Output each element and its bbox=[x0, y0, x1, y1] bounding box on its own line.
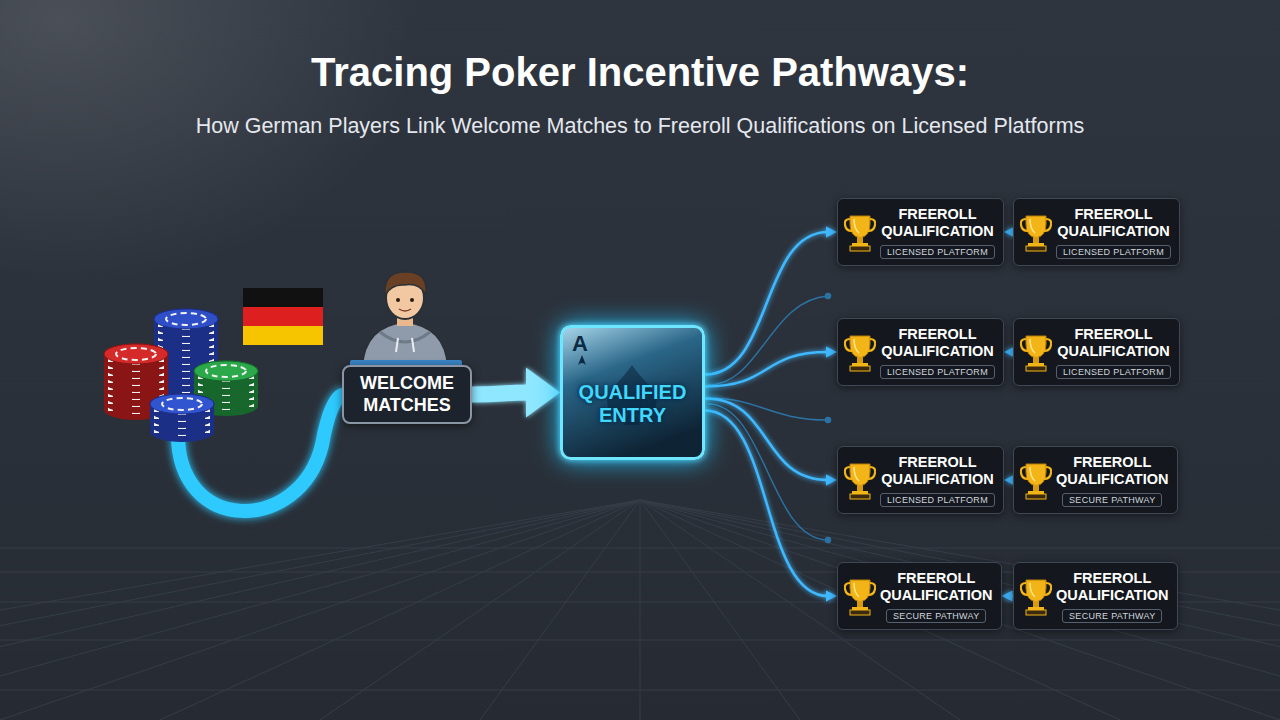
diagram-subtitle: How German Players Link Welcome Matches … bbox=[0, 114, 1280, 139]
box-title: FREEROLL QUALIFICATION bbox=[880, 570, 993, 603]
connector-line bbox=[705, 352, 828, 387]
box-title: FREEROLL QUALIFICATION bbox=[1057, 326, 1170, 359]
trophy-icon bbox=[844, 460, 876, 500]
freeroll-box: FREEROLL QUALIFICATION SECURE PATHWAY bbox=[837, 562, 1002, 630]
platform-tag: LICENSED PLATFORM bbox=[1056, 365, 1171, 379]
freeroll-box: FREEROLL QUALIFICATION LICENSED PLATFORM bbox=[837, 446, 1004, 514]
platform-tag: LICENSED PLATFORM bbox=[1056, 245, 1171, 259]
platform-tag: LICENSED PLATFORM bbox=[880, 245, 995, 259]
platform-tag: SECURE PATHWAY bbox=[1062, 609, 1162, 623]
platform-tag: LICENSED PLATFORM bbox=[880, 493, 995, 507]
box-title: FREEROLL QUALIFICATION bbox=[1056, 570, 1169, 603]
arrowhead bbox=[526, 368, 560, 418]
platform-tag: SECURE PATHWAY bbox=[1062, 493, 1162, 507]
connector bbox=[472, 368, 560, 418]
arrowhead bbox=[826, 475, 837, 486]
arrowhead bbox=[826, 591, 837, 602]
diagram-title: Tracing Poker Incentive Pathways: bbox=[0, 50, 1280, 95]
freeroll-box: FREEROLL QUALIFICATION SECURE PATHWAY bbox=[1013, 446, 1178, 514]
arrowhead bbox=[826, 227, 837, 238]
arrowhead bbox=[1002, 591, 1013, 602]
freeroll-box: FREEROLL QUALIFICATION LICENSED PLATFORM bbox=[1013, 198, 1180, 266]
trophy-icon bbox=[844, 212, 876, 252]
box-label: WELCOME MATCHES bbox=[360, 373, 454, 416]
german-flag bbox=[243, 288, 323, 345]
trophy-icon bbox=[1020, 576, 1052, 616]
freeroll-box: FREEROLL QUALIFICATION SECURE PATHWAY bbox=[1013, 562, 1178, 630]
trophy-icon bbox=[844, 332, 876, 372]
arrowhead bbox=[826, 347, 837, 358]
connector bbox=[705, 347, 837, 387]
platform-tag: LICENSED PLATFORM bbox=[880, 365, 995, 379]
poker-chips bbox=[104, 309, 258, 442]
connector-line bbox=[705, 399, 828, 481]
box-title: FREEROLL QUALIFICATION bbox=[881, 206, 994, 239]
box-title: FREEROLL QUALIFICATION bbox=[881, 454, 994, 487]
trophy-icon bbox=[1020, 332, 1052, 372]
box-title: FREEROLL QUALIFICATION bbox=[1056, 454, 1169, 487]
player-avatar bbox=[350, 272, 462, 368]
floor-grid bbox=[0, 500, 1280, 720]
freeroll-box: FREEROLL QUALIFICATION LICENSED PLATFORM bbox=[1013, 318, 1180, 386]
freeroll-box: FREEROLL QUALIFICATION LICENSED PLATFORM bbox=[837, 198, 1004, 266]
connector-line bbox=[705, 411, 828, 597]
connector bbox=[1002, 591, 1014, 602]
connector bbox=[705, 411, 837, 602]
trophy-icon bbox=[844, 576, 876, 616]
box-title: FREEROLL QUALIFICATION bbox=[881, 326, 994, 359]
connector bbox=[705, 399, 837, 486]
process-box: WELCOME MATCHES bbox=[342, 365, 472, 424]
trophy-icon bbox=[1020, 212, 1052, 252]
connector-line bbox=[472, 393, 533, 395]
card-rank: A bbox=[572, 331, 588, 357]
trophy-icon bbox=[1020, 460, 1052, 500]
entry-card: A QUALIFIED ENTRY bbox=[560, 325, 705, 460]
card-label: QUALIFIED ENTRY bbox=[579, 381, 687, 427]
box-title: FREEROLL QUALIFICATION bbox=[1057, 206, 1170, 239]
freeroll-box: FREEROLL QUALIFICATION LICENSED PLATFORM bbox=[837, 318, 1004, 386]
platform-tag: SECURE PATHWAY bbox=[886, 609, 986, 623]
